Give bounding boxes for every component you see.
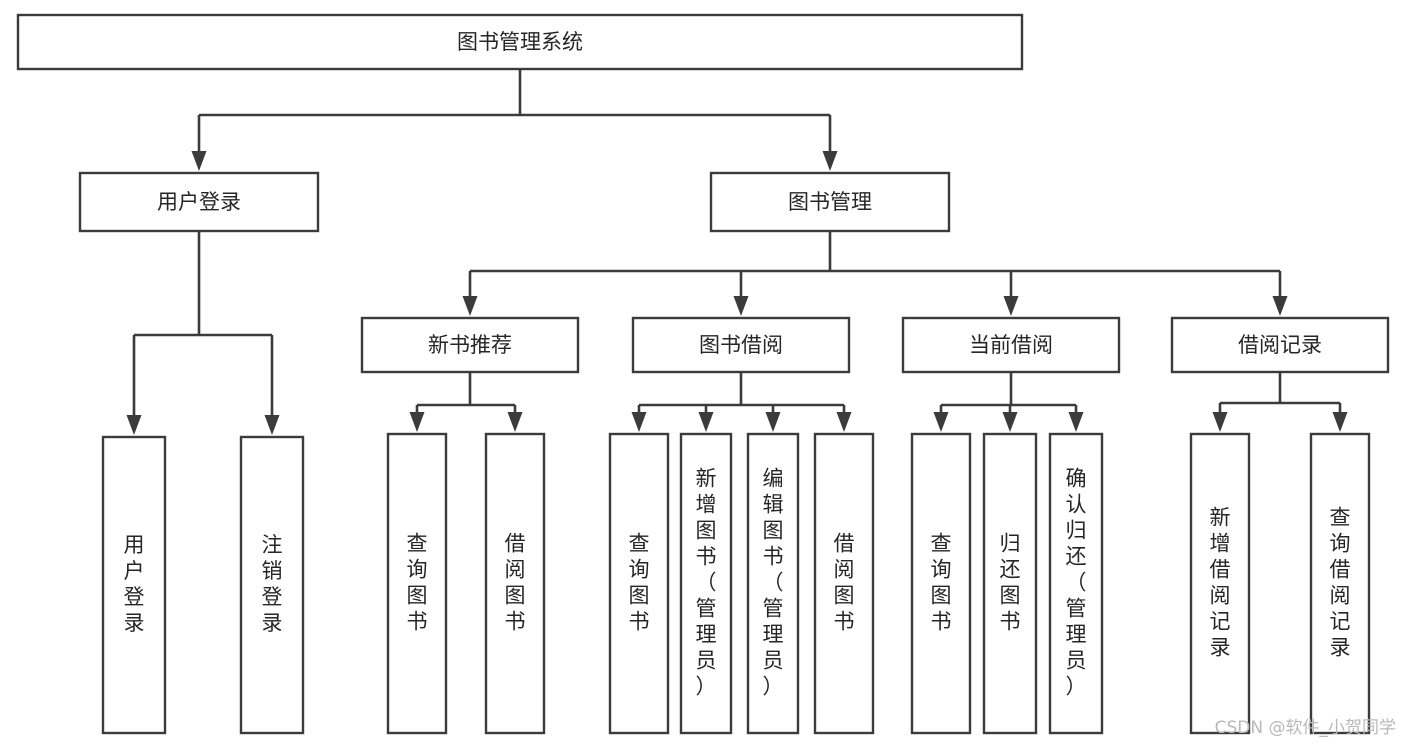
node-leaf-query-book-recommend[interactable]: 查询图书 [386,432,448,735]
node-leaf-edit-book[interactable]: 编辑图书（管理员） [746,432,800,735]
arrow-head-icon [631,412,647,432]
node-box[interactable] [813,432,875,735]
node-label: 图书管理系统 [457,30,583,54]
node-current-borrow[interactable]: 当前借阅 [901,316,1121,374]
arrow-head-icon [1003,296,1019,316]
node-label: 用户登录 [124,533,145,635]
node-label: 借阅记录 [1238,333,1322,357]
node-box[interactable] [910,432,972,735]
watermark-layer: CSDN @软件_小贺同学 [1215,718,1396,738]
node-leaf-confirm-return[interactable]: 确认归还（管理员） [1048,432,1104,735]
node-user-login[interactable]: 用户登录 [78,171,320,233]
node-leaf-query-book-current[interactable]: 查询图书 [910,432,972,735]
arrow-head-icon [765,412,781,432]
node-book-borrow[interactable]: 图书借阅 [631,316,851,374]
arrow-head-icon [933,412,949,432]
node-label: 确认归还（管理员） [1066,467,1087,699]
node-label: 查询图书 [931,532,952,634]
node-leaf-add-borrow-record[interactable]: 新增借阅记录 [1189,432,1251,735]
node-box[interactable] [608,432,670,735]
node-box[interactable] [709,171,951,233]
node-label: 查询图书 [407,532,428,634]
node-label: 归还图书 [1000,532,1021,634]
node-label: 图书管理 [788,190,872,214]
arrow-head-icon [264,415,280,435]
arrow-head-icon [822,151,838,171]
node-leaf-return-book[interactable]: 归还图书 [982,432,1038,735]
node-box[interactable] [1189,432,1251,735]
node-box[interactable] [1048,432,1104,735]
connector-userlogin-to-leaves [126,231,280,435]
node-box[interactable] [746,432,800,735]
node-box[interactable] [901,316,1121,374]
node-box[interactable] [1170,316,1390,374]
arrow-head-icon [507,412,523,432]
node-root[interactable]: 图书管理系统 [16,13,1024,71]
node-box[interactable] [16,13,1024,71]
arrow-head-icon [1332,412,1348,432]
arrow-head-icon [1272,296,1288,316]
node-layer: 图书管理系统用户登录图书管理新书推荐图书借阅当前借阅借阅记录用户登录注销登录查询… [16,13,1390,735]
node-label: 图书借阅 [699,333,783,357]
node-label: 查询图书 [629,532,650,634]
node-box[interactable] [360,316,580,374]
arrow-head-icon [1212,412,1228,432]
connector-borrow-to-leaves [631,372,852,432]
node-leaf-borrow-book-recommend[interactable]: 借阅图书 [484,432,546,735]
connector-bookmanage-to-level2 [462,231,1288,316]
node-label: 新书推荐 [428,333,512,357]
node-borrow-record[interactable]: 借阅记录 [1170,316,1390,374]
arrow-head-icon [836,412,852,432]
arrow-head-icon [1002,412,1018,432]
node-label: 借阅图书 [834,532,855,634]
node-box[interactable] [631,316,851,374]
node-box[interactable] [386,432,448,735]
node-leaf-borrow-book[interactable]: 借阅图书 [813,432,875,735]
connector-layer [126,69,1348,435]
node-box[interactable] [78,171,320,233]
node-label: 借阅图书 [505,532,526,634]
arrow-head-icon [409,412,425,432]
connector-current-to-leaves [933,372,1084,432]
csdn-watermark: CSDN @软件_小贺同学 [1215,718,1396,738]
node-book-manage[interactable]: 图书管理 [709,171,951,233]
node-label: 当前借阅 [969,333,1053,357]
connector-record-to-leaves [1212,372,1348,432]
node-leaf-query-borrow-record[interactable]: 查询借阅记录 [1309,432,1371,735]
node-box[interactable] [982,432,1038,735]
node-label: 新增借阅记录 [1210,506,1231,660]
node-box[interactable] [679,432,733,735]
arrow-head-icon [126,415,142,435]
node-leaf-query-book-borrow[interactable]: 查询图书 [608,432,670,735]
arrow-head-icon [733,296,749,316]
node-leaf-add-book[interactable]: 新增图书（管理员） [679,432,733,735]
arrow-head-icon [191,151,207,171]
arrow-head-icon [698,412,714,432]
node-label: 查询借阅记录 [1330,506,1351,660]
node-label: 新增图书（管理员） [696,467,717,699]
node-new-book-recommend[interactable]: 新书推荐 [360,316,580,374]
node-leaf-user-login[interactable]: 用户登录 [101,435,167,735]
node-label: 用户登录 [157,190,241,214]
arrow-head-icon [1068,412,1084,432]
arrow-head-icon [462,296,478,316]
node-box[interactable] [239,435,305,735]
node-box[interactable] [101,435,167,735]
node-label: 注销登录 [262,533,283,635]
node-label: 编辑图书（管理员） [763,467,784,699]
connector-recommend-to-leaves [409,372,523,432]
node-leaf-logout[interactable]: 注销登录 [239,435,305,735]
node-box[interactable] [484,432,546,735]
connector-root-to-level1 [191,69,838,171]
node-box[interactable] [1309,432,1371,735]
